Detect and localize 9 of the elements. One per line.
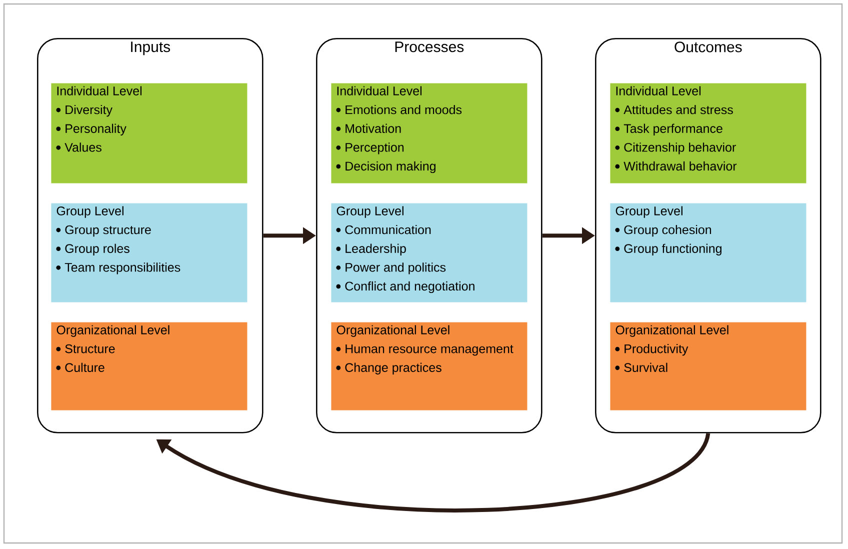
level-box: Organizational Level Productivity Survival	[610, 322, 806, 410]
level-box: Organizational Level Human resource management Change practices	[331, 322, 528, 410]
level-box: Organizational Level Structure Culture	[51, 322, 248, 410]
level-box: Individual Level Diversity Personality Values	[51, 83, 248, 184]
level-box: Individual Level Attitudes and stress Task performance Citizenship behavior Withdrawal behavior	[610, 83, 806, 184]
level-box: Group Level Communication Leadership Power and politics Conflict and negotiation	[331, 203, 528, 302]
level-box: Group Level Group structure Group roles Team responsibilities	[51, 203, 248, 302]
level-box: Individual Level Emotions and moods Motivation Perception Decision making	[331, 83, 528, 184]
level-box: Group Level Group cohesion Group functioning	[610, 203, 806, 302]
